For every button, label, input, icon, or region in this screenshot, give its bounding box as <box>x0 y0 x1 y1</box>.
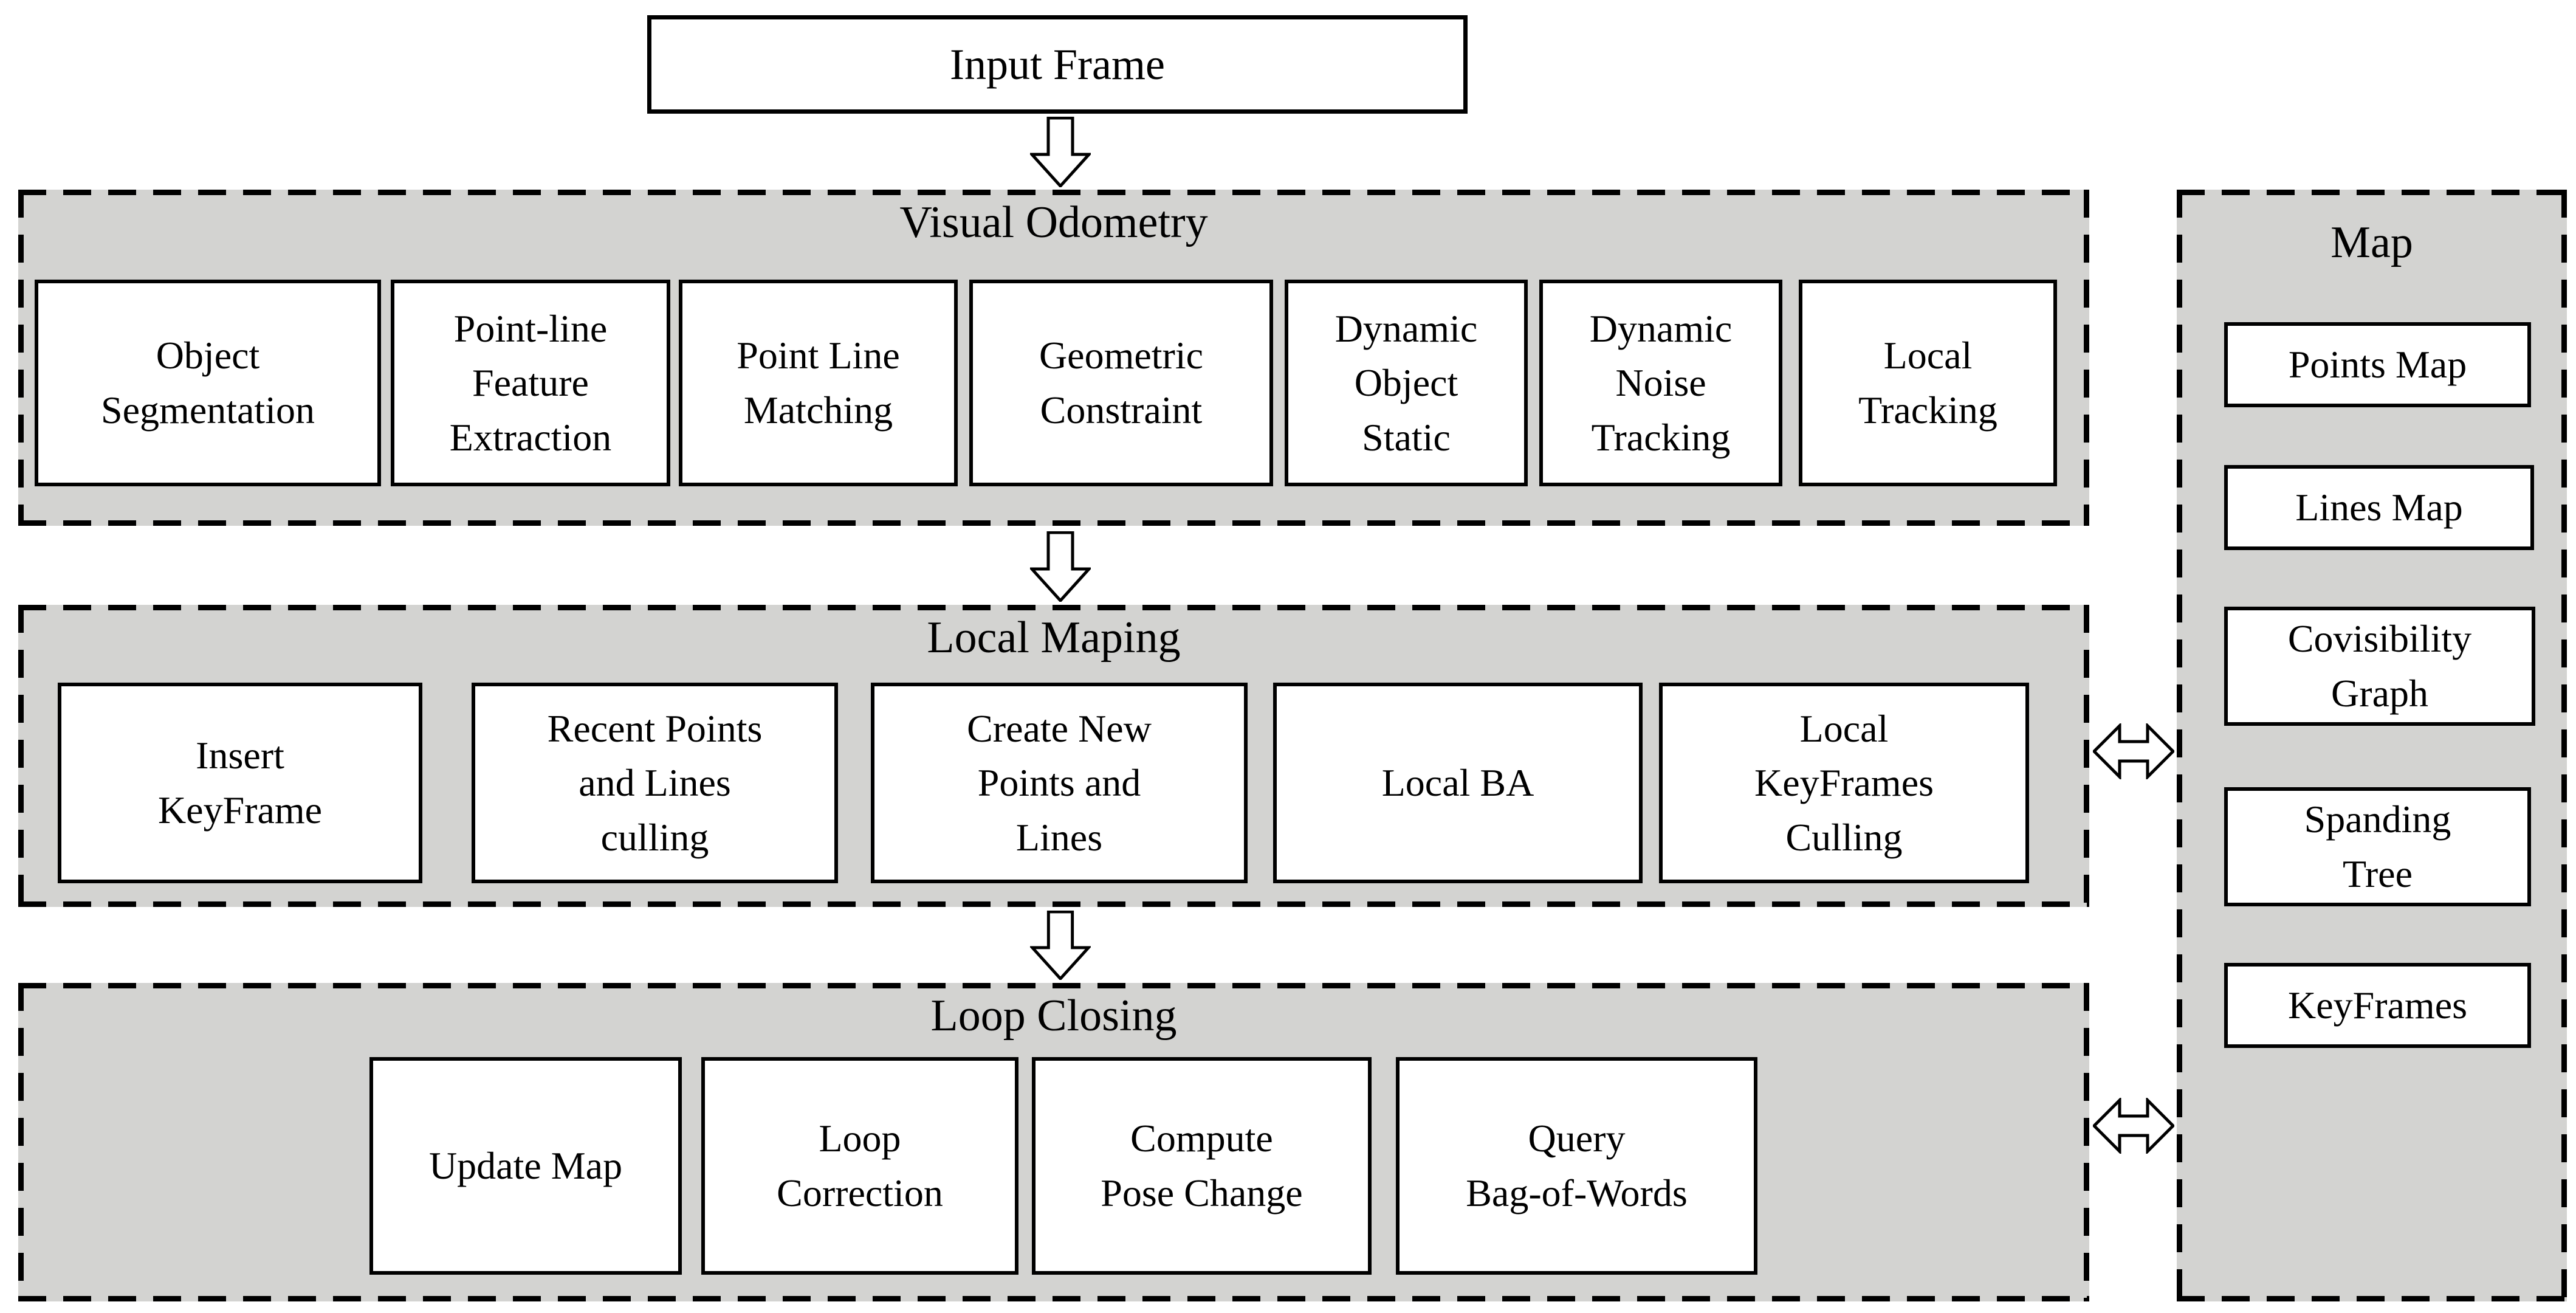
box-keyframes: KeyFrames <box>2224 963 2531 1048</box>
arrow-down-icon <box>1030 117 1091 187</box>
dashed-border <box>2177 190 2182 1301</box>
box-spanding-tree: Spanding Tree <box>2224 787 2531 906</box>
section-local-maping: Local Maping Insert KeyFrame Recent Poin… <box>18 605 2089 907</box>
dashed-border <box>18 901 2089 907</box>
box-recent-points-and-lines-culling: Recent Points and Lines culling <box>472 683 838 883</box>
box-covisibility-graph: Covisibility Graph <box>2224 607 2535 726</box>
section-title-loop-closing: Loop Closing <box>930 991 1177 1041</box>
box-query-bag-of-words: Query Bag-of-Words <box>1396 1057 1757 1275</box>
arrow-down-icon <box>1030 911 1091 980</box>
arrow-left-right-icon <box>2093 723 2174 779</box>
box-local-ba: Local BA <box>1273 683 1643 883</box>
box-local-tracking: Local Tracking <box>1799 280 2057 486</box>
panel-title-map: Map <box>2330 218 2413 267</box>
box-insert-keyframe: Insert KeyFrame <box>58 683 422 883</box>
arrow-down-icon <box>1030 531 1091 602</box>
dashed-border <box>2561 190 2567 1301</box>
input-frame-box: Input Frame <box>647 15 1468 114</box>
box-object-segmentation: Object Segmentation <box>35 280 381 486</box>
box-loop-correction: Loop Correction <box>701 1057 1018 1275</box>
dashed-border <box>18 190 2089 195</box>
box-points-map: Points Map <box>2224 322 2531 407</box>
dashed-border <box>2177 1296 2567 1301</box>
dashed-border <box>2177 190 2567 195</box>
box-local-keyframes-culling: Local KeyFrames Culling <box>1659 683 2029 883</box>
dashed-border <box>18 605 2089 610</box>
section-visual-odometry: Visual Odometry Object Segmentation Poin… <box>18 190 2089 526</box>
panel-map: Map Points Map Lines Map Covisibility Gr… <box>2177 190 2567 1301</box>
box-create-new-points-and-lines: Create New Points and Lines <box>871 683 1248 883</box>
box-dynamic-noise-tracking: Dynamic Noise Tracking <box>1539 280 1782 486</box>
section-title-visual-odometry: Visual Odometry <box>899 198 1208 247</box>
box-lines-map: Lines Map <box>2224 465 2534 550</box>
box-compute-pose-change: Compute Pose Change <box>1032 1057 1372 1275</box>
section-loop-closing: Loop Closing Update Map Loop Correction … <box>18 983 2089 1301</box>
box-point-line-matching: Point Line Matching <box>679 280 958 486</box>
box-update-map: Update Map <box>369 1057 682 1275</box>
dashed-border <box>18 520 2089 526</box>
box-geometric-constraint: Geometric Constraint <box>969 280 1273 486</box>
section-title-local-maping: Local Maping <box>927 613 1181 663</box>
arrow-left-right-icon <box>2093 1098 2174 1154</box>
dashed-border <box>18 1296 2089 1301</box>
dashed-border <box>18 983 2089 988</box>
box-point-line-feature-extraction: Point-line Feature Extraction <box>391 280 670 486</box>
box-dynamic-object-static: Dynamic Object Static <box>1285 280 1528 486</box>
